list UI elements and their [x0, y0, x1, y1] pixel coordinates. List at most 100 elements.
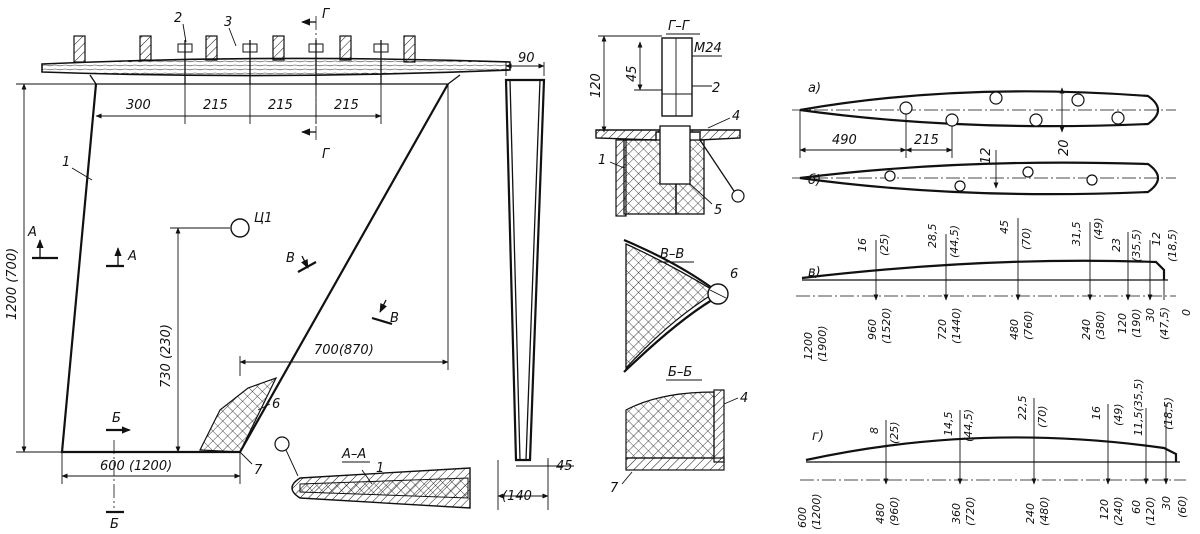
fin-front-view: 90 (140 45 [497, 51, 574, 510]
profile-a-dim-490: 490 [832, 133, 857, 148]
g-h9: (18,5) [1162, 397, 1175, 430]
v-h4: 45 [998, 220, 1011, 234]
profile-a-dim-20: 20 [1057, 139, 1072, 156]
sec-a-left: А [27, 225, 37, 240]
v-h0: 16 [856, 238, 869, 252]
v-h2: 28,5 [926, 224, 939, 249]
v-s14: 0 [1180, 309, 1193, 316]
v-s2: 960 [866, 319, 879, 340]
profile-g-ordinates [883, 398, 1169, 485]
front-dim-140: (140 [502, 489, 532, 504]
profile-g-stations: 600 (1200) 480 (960) 360 (720) 240 (480)… [796, 493, 1189, 530]
profile-b: б) 12 [792, 147, 1176, 196]
sec-v-left: В [286, 251, 295, 266]
v-h5: (70) [1020, 227, 1033, 250]
bolt-size: М24 [694, 41, 722, 56]
v-s4: 720 [936, 319, 949, 340]
g-s1: (1200) [810, 493, 823, 530]
profile-a-label: а) [808, 81, 821, 96]
sec-b-bottom: Б [110, 517, 119, 532]
g-s6: 240 [1024, 503, 1037, 524]
g-h8: 11,5(35,5) [1132, 378, 1145, 436]
v-s10: 120 [1116, 313, 1129, 334]
gg-dim-45: 45 [625, 65, 640, 82]
bb-part-4: 4 [740, 391, 748, 406]
dim-cg: 730 (230) [159, 324, 174, 388]
sec-a-right: А [127, 249, 137, 264]
v-s5: (1440) [950, 307, 963, 344]
cg-mark [230, 218, 250, 238]
v-h3: (44,5) [948, 225, 961, 258]
g-s2: 480 [874, 503, 887, 524]
g-h7: (49) [1112, 403, 1125, 426]
v-s11: (190) [1130, 308, 1143, 338]
profile-g-label: г) [812, 429, 824, 444]
g-s12: 30 [1160, 496, 1173, 510]
g-s3: (960) [888, 496, 901, 526]
g-s8: 120 [1098, 499, 1111, 520]
v-s6: 480 [1008, 319, 1021, 340]
profile-v-ordinates [873, 218, 1165, 301]
gg-part-4: 4 [732, 109, 740, 124]
g-s10: 60 [1130, 500, 1143, 514]
part-label-1: 1 [62, 155, 70, 170]
v-s9: (380) [1094, 310, 1107, 340]
dim-215-a: 215 [203, 98, 228, 113]
g-s13: (60) [1176, 495, 1189, 518]
v-h1: (25) [878, 233, 891, 256]
section-aa-title: А–А [341, 447, 366, 462]
gg-part-1: 1 [598, 153, 606, 168]
profile-g: г) 8 (25) 14,5 (44,5) 22,5 (70) 16 (49) … [796, 378, 1189, 530]
g-h1: (25) [888, 421, 901, 444]
sec-g-bottom: Г [322, 147, 331, 162]
g-h4: 22,5 [1016, 396, 1029, 421]
v-h9: (35,5) [1130, 229, 1143, 262]
part-label-6: 6 [272, 397, 280, 412]
section-vv: 6 В–В [623, 238, 738, 373]
fin-side-view: 2 3 300 215 215 215 Г Г 1 1200 (700) А [5, 7, 511, 532]
gg-part-2: 2 [712, 81, 720, 96]
sec-b-top: Б [112, 411, 121, 426]
section-bb: Б–Б 4 7 [610, 365, 748, 496]
g-s4: 360 [950, 503, 963, 524]
g-s7: (480) [1038, 496, 1051, 526]
g-h6: 16 [1090, 406, 1103, 420]
part-label-3: 3 [224, 15, 232, 30]
dim-300: 300 [126, 98, 151, 113]
hull-plank [41, 57, 511, 77]
v-h11: (18,5) [1166, 229, 1179, 262]
vv-part-6: 6 [730, 267, 738, 282]
g-s5: (720) [964, 496, 977, 526]
v-s13: (47,5) [1158, 307, 1171, 340]
dim-root: 600 (1200) [100, 459, 172, 474]
g-h5: (70) [1036, 405, 1049, 428]
part-label-2: 2 [174, 11, 182, 26]
section-gg: Г–Г М24 2 120 45 4 1 5 [589, 19, 745, 218]
section-aa-part: 1 [376, 461, 384, 476]
v-h10: 12 [1150, 232, 1163, 246]
fin-outline [60, 83, 449, 454]
v-s3: (1520) [880, 307, 893, 344]
profile-v-stations: 1200 (1900) 960 (1520) 720 (1440) 480 (7… [802, 307, 1193, 362]
g-s11: (120) [1144, 496, 1157, 526]
profile-v: в) 16 (25) 28,5 (44,5) 45 (70) 31,5 (49)… [796, 217, 1193, 362]
section-gg-title: Г–Г [668, 19, 691, 34]
profile-a: а) 490 215 20 [792, 81, 1176, 158]
dim-215-c: 215 [334, 98, 359, 113]
section-bb-title: Б–Б [668, 365, 692, 380]
v-h6: 31,5 [1070, 222, 1083, 247]
dim-215-b: 215 [268, 98, 293, 113]
profile-b-dim-12: 12 [979, 147, 994, 164]
v-s12: 30 [1144, 308, 1157, 322]
g-h3: (44,5) [962, 409, 975, 442]
bb-part-7: 7 [610, 481, 619, 496]
v-h7: (49) [1092, 217, 1105, 240]
g-h2: 14,5 [942, 412, 955, 437]
g-s0: 600 [796, 507, 809, 528]
v-h8: 23 [1110, 238, 1123, 252]
sec-v-right: В [390, 311, 399, 326]
section-aa: А–А 1 [274, 436, 471, 509]
dim-height: 1200 (700) [5, 248, 20, 320]
frames [73, 35, 416, 63]
